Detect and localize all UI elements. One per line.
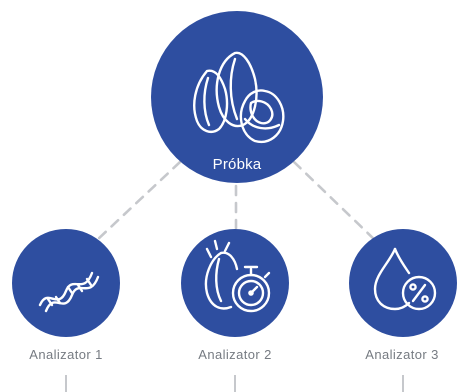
connector-root-to-analizator-3	[292, 160, 378, 243]
dna-helix-icon	[38, 271, 100, 313]
analyzer-1-output-line	[65, 375, 67, 392]
connector-root-to-analizator-1	[94, 160, 182, 243]
sample-node: Próbka	[151, 11, 323, 183]
sample-label: Próbka	[212, 156, 262, 173]
analyzer-1-label: Analizator 1	[29, 347, 103, 362]
analyzer-2-output-line	[234, 375, 236, 392]
pistachio-nuts-icon	[193, 51, 285, 144]
analyzer-2-label: Analizator 2	[198, 347, 272, 362]
analyzer-2-node	[181, 229, 289, 337]
analyzer-3-node	[349, 229, 457, 337]
analyzer-1-node	[12, 229, 120, 337]
analyzer-3-label: Analizator 3	[365, 347, 439, 362]
drop-percent-icon	[373, 247, 437, 311]
nut-stopwatch-icon	[204, 239, 271, 313]
analyzer-3-output-line	[402, 375, 404, 392]
